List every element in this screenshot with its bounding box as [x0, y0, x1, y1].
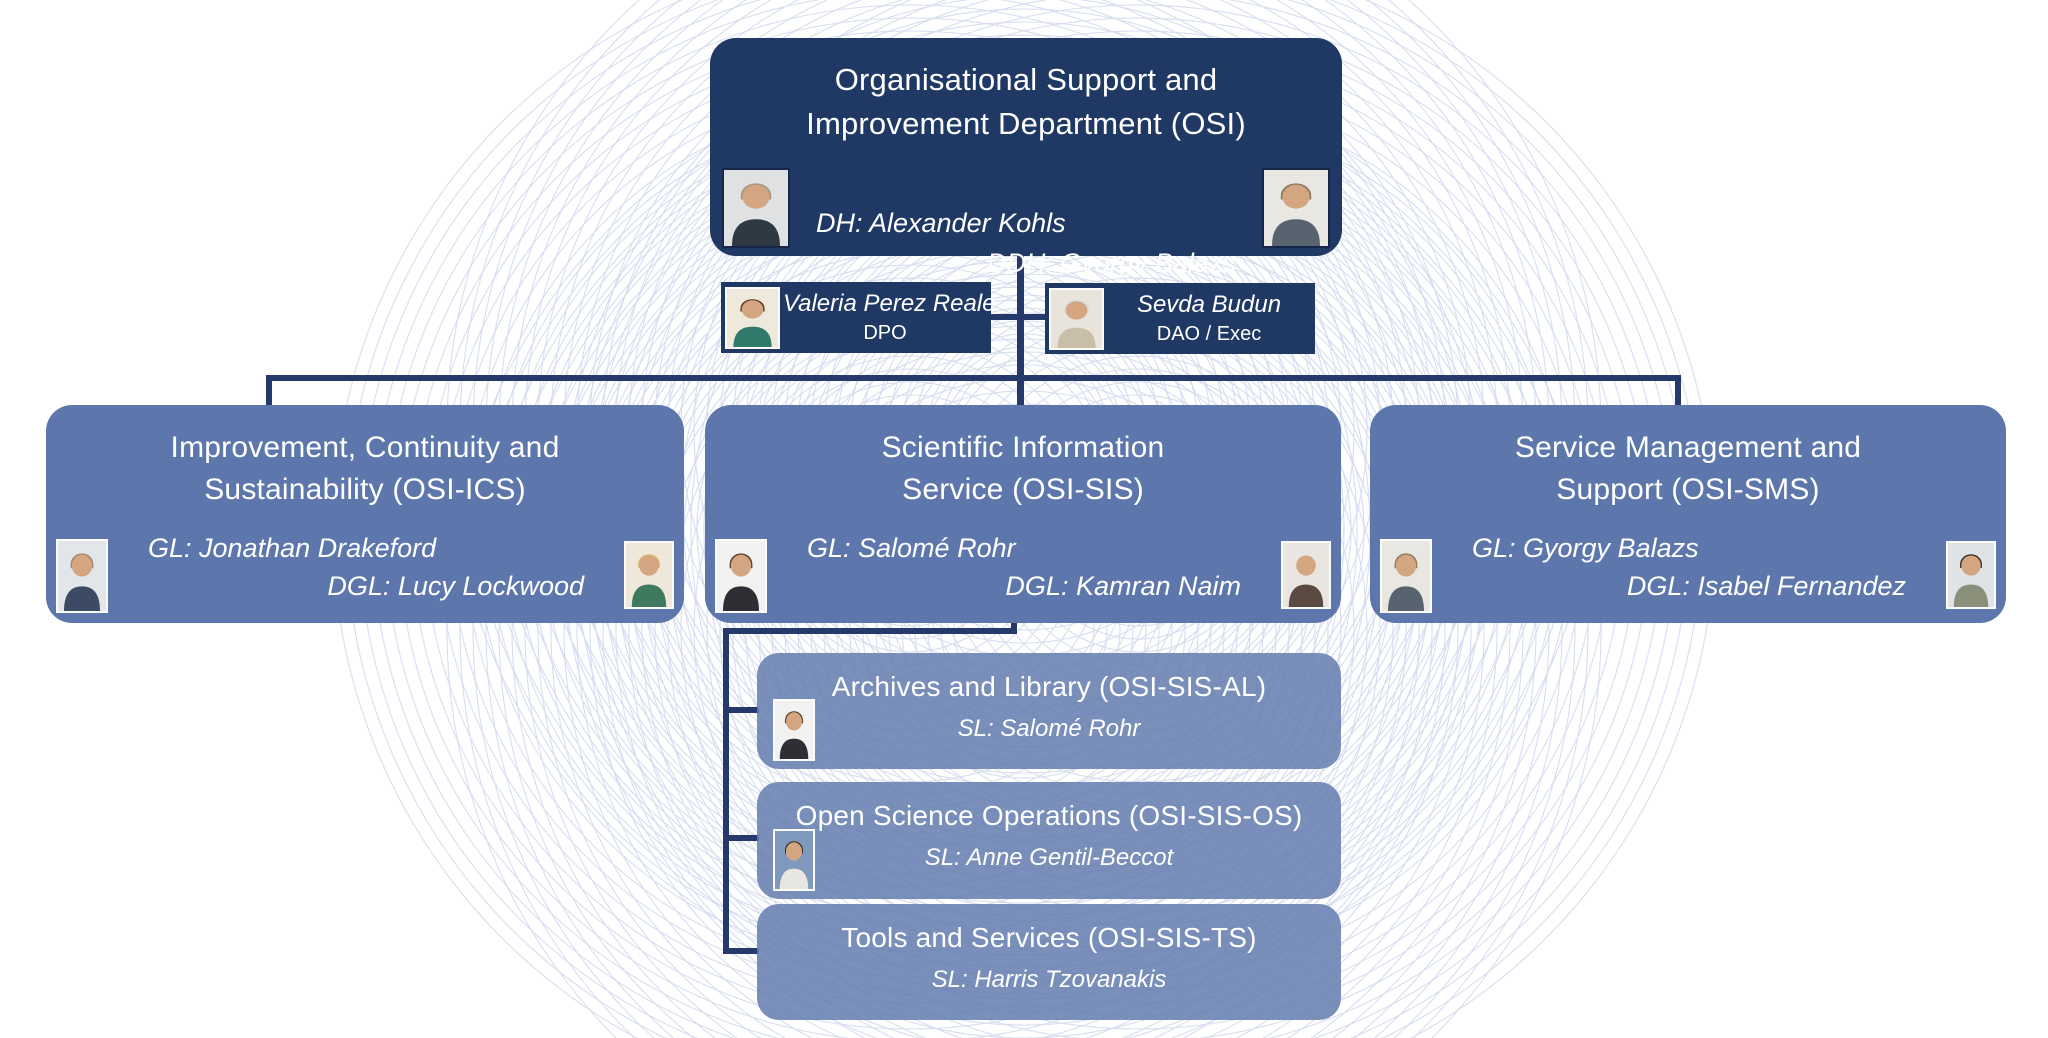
group-leader-osi-ics: GL: Jonathan Drakeford [148, 533, 437, 563]
connector-root-vertical [1017, 255, 1024, 411]
connector-stub-ics [266, 375, 272, 408]
section-leader-osi-sis-ts: SL: Harris Tzovanakis [931, 966, 1167, 993]
photo-isabel-fernandez [1946, 541, 1996, 609]
photo-salome-rohr-section [773, 699, 815, 761]
section-title-osi-sis-al: Archives and Library (OSI-SIS-AL) [831, 671, 1267, 702]
dpo-name: Valeria Perez Reale [783, 290, 996, 317]
connector-dao [1024, 314, 1045, 320]
connector-stub-archives [723, 707, 759, 713]
deputy-department-head-label: DDH: Gyorgy Balazs [986, 248, 1236, 278]
group-title-osi-sis: Scientific Information Service (OSI-SIS) [881, 431, 1165, 506]
dao-role: DAO / Exec [1156, 323, 1262, 345]
root-department-title: Organisational Support and Improvement D… [710, 38, 1342, 146]
group-title-osi-ics: Improvement, Continuity and Sustainabili… [170, 431, 560, 506]
photo-salome-rohr [715, 539, 767, 613]
dpo-box: Valeria Perez Reale DPO [721, 282, 996, 353]
section-title-osi-sis-ts: Tools and Services (OSI-SIS-TS) [841, 922, 1257, 953]
section-title-osi-sis-os: Open Science Operations (OSI-SIS-OS) [795, 800, 1303, 831]
section-box-osi-sis-al: Archives and Library (OSI-SIS-AL) SL: Sa… [757, 653, 1341, 769]
photo-valeria-perez-reale [725, 287, 780, 349]
dao-box: Sevda Budun DAO / Exec [1045, 283, 1315, 354]
connector-sections-bracket [723, 628, 729, 954]
root-department-box: Organisational Support and Improvement D… [710, 38, 1342, 278]
deputy-group-leader-osi-ics: DGL: Lucy Lockwood [327, 571, 584, 601]
photo-sevda-budun [1049, 288, 1104, 350]
dao-name: Sevda Budun [1136, 291, 1282, 318]
section-leader-osi-sis-os: SL: Anne Gentil-Beccot [924, 844, 1174, 871]
photo-alexander-kohls [722, 168, 790, 248]
connector-stub-tools [723, 948, 759, 954]
photo-gyorgy-balazs-sms [1380, 539, 1432, 613]
connector-sis-elbow [723, 628, 1017, 634]
section-leader-osi-sis-al: SL: Salomé Rohr [957, 715, 1141, 742]
photo-kamran-naim [1281, 541, 1331, 609]
group-box-osi-ics: Improvement, Continuity and Sustainabili… [46, 405, 684, 623]
department-head-label: DH: Alexander Kohls [816, 208, 1066, 238]
photo-lucy-lockwood [624, 541, 674, 609]
connector-groups-horizontal [266, 375, 1681, 381]
root-title-line1: Organisational Support and [834, 62, 1218, 97]
photo-anne-gentil-beccot [773, 829, 815, 891]
connector-sis-down [1011, 618, 1017, 634]
photo-jonathan-drakeford [56, 539, 108, 613]
connector-dpo [990, 314, 1017, 320]
connector-stub-openscience [723, 835, 759, 841]
group-leader-osi-sms: GL: Gyorgy Balazs [1472, 533, 1699, 563]
section-box-osi-sis-ts: Tools and Services (OSI-SIS-TS) SL: Harr… [757, 904, 1341, 1020]
connector-stub-sms [1675, 375, 1681, 408]
dpo-role: DPO [863, 322, 907, 344]
photo-gyorgy-balazs [1262, 168, 1330, 248]
section-box-osi-sis-os: Open Science Operations (OSI-SIS-OS) SL:… [757, 782, 1341, 899]
deputy-group-leader-osi-sis: DGL: Kamran Naim [1005, 571, 1241, 601]
group-box-osi-sms: Service Management and Support (OSI-SMS)… [1370, 405, 2006, 623]
group-title-osi-sms: Service Management and Support (OSI-SMS) [1514, 431, 1862, 506]
group-box-osi-sis: Scientific Information Service (OSI-SIS)… [705, 405, 1341, 623]
deputy-group-leader-osi-sms: DGL: Isabel Fernandez [1626, 571, 1906, 601]
root-title-line2: Improvement Department (OSI) [806, 106, 1246, 141]
group-leader-osi-sis: GL: Salomé Rohr [807, 533, 1016, 563]
